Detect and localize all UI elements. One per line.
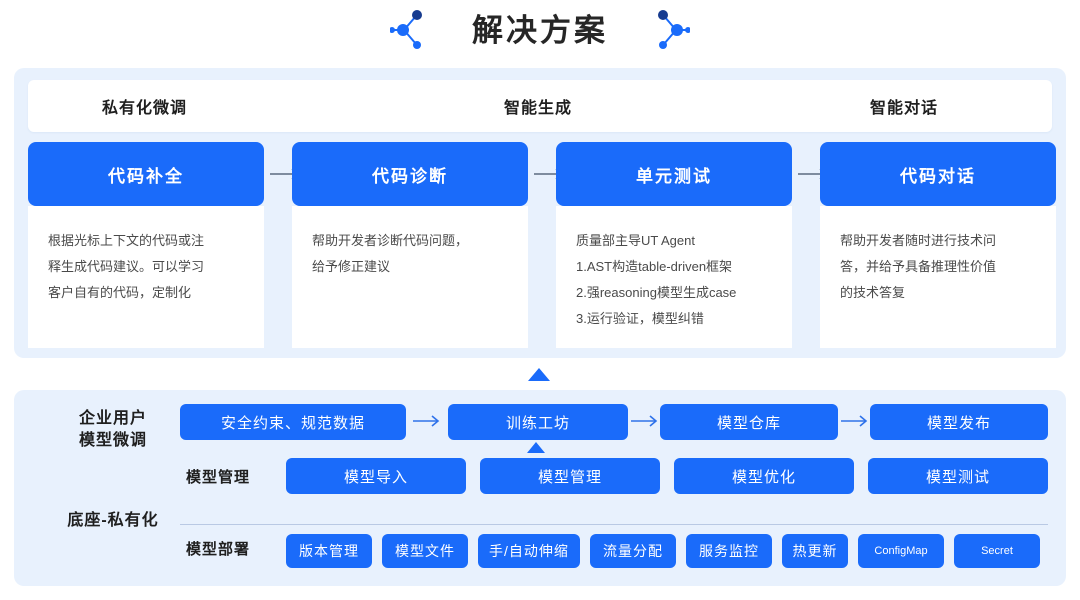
card-text-line: 根据光标上下文的代码或注 [48, 233, 205, 248]
card-text-line: 质量部主导UT Agent [576, 233, 695, 248]
card-text-line: 帮助开发者随时进行技术问 [840, 233, 997, 248]
arrow-right-icon [413, 415, 440, 427]
feature-card-title: 代码补全 [28, 142, 264, 206]
pipeline-item-training-workshop[interactable]: 训练工坊 [448, 404, 628, 440]
page-title: 解决方案 [472, 12, 608, 48]
platform-lower-panel: 企业用户 模型微调 底座-私有化 安全约束、规范数据 训练工坊 模型仓库 模型发… [14, 390, 1066, 586]
network-node-icon [658, 10, 690, 49]
pipeline-item-model-testing[interactable]: 模型测试 [868, 458, 1048, 494]
side-label-line: 模型微调 [78, 432, 147, 449]
side-label-base-private: 底座-私有化 [54, 510, 172, 532]
side-label-enterprise-tuning: 企业用户 模型微调 [58, 408, 168, 452]
section-divider [180, 524, 1048, 525]
column-header-private-tuning: 私有化微调 [102, 100, 188, 117]
pipeline-item-model-optimization[interactable]: 模型优化 [674, 458, 854, 494]
feature-card-title: 代码诊断 [292, 142, 528, 206]
solution-upper-panel: 私有化微调 智能生成 智能对话 代码补全 根据光标上下文的代码或注 释生成代码建… [14, 68, 1066, 358]
pipeline-item-model-management[interactable]: 模型管理 [480, 458, 660, 494]
pipeline-item-version-management[interactable]: 版本管理 [286, 534, 372, 568]
pipeline-item-model-repository[interactable]: 模型仓库 [660, 404, 838, 440]
feature-card-title: 代码对话 [820, 142, 1056, 206]
column-header-intelligent-dialogue: 智能对话 [870, 100, 939, 117]
network-node-icon [390, 10, 422, 49]
page-header: 解决方案 [0, 0, 1080, 60]
feature-card[interactable]: 代码诊断 帮助开发者诊断代码问题， 给予修正建议 [292, 142, 528, 348]
pipeline-item-configmap[interactable]: ConfigMap [858, 534, 944, 568]
side-label-line: 企业用户 [78, 410, 147, 427]
feature-card[interactable]: 代码对话 帮助开发者随时进行技术问 答，并给予具备推理性价值 的技术答复 [820, 142, 1056, 348]
feature-card[interactable]: 单元测试 质量部主导UT Agent 1.AST构造table-driven框架… [556, 142, 792, 348]
pipeline-item-model-files[interactable]: 模型文件 [382, 534, 468, 568]
card-text-line: 给予修正建议 [312, 259, 391, 274]
card-text-line: 的技术答复 [840, 285, 906, 300]
feature-card[interactable]: 代码补全 根据光标上下文的代码或注 释生成代码建议。可以学习 客户自有的代码，定… [28, 142, 264, 348]
arrow-right-icon [841, 415, 868, 427]
feature-card-body: 质量部主导UT Agent 1.AST构造table-driven框架 2.强r… [556, 206, 792, 348]
side-label-line: 底座-私有化 [67, 512, 159, 529]
feature-card-body: 根据光标上下文的代码或注 释生成代码建议。可以学习 客户自有的代码，定制化 [28, 206, 264, 348]
row-label-model-deployment: 模型部署 [186, 541, 251, 558]
card-text-line: 客户自有的代码，定制化 [48, 285, 192, 300]
card-text-line: 2.强reasoning模型生成case [576, 285, 737, 300]
triangle-up-icon [528, 368, 550, 381]
card-text-line: 3.运行验证，模型纠错 [576, 311, 704, 326]
pipeline-item-model-release[interactable]: 模型发布 [870, 404, 1048, 440]
pipeline-item-hot-update[interactable]: 热更新 [782, 534, 848, 568]
pipeline-item-model-import[interactable]: 模型导入 [286, 458, 466, 494]
feature-card-body: 帮助开发者诊断代码问题， 给予修正建议 [292, 206, 528, 348]
feature-card-title: 单元测试 [556, 142, 792, 206]
card-text-line: 答，并给予具备推理性价值 [840, 259, 997, 274]
pipeline-item-auto-scaling[interactable]: 手/自动伸缩 [478, 534, 580, 568]
pipeline-item-secret[interactable]: Secret [954, 534, 1040, 568]
pipeline-item-traffic-allocation[interactable]: 流量分配 [590, 534, 676, 568]
pipeline-item-security-data[interactable]: 安全约束、规范数据 [180, 404, 406, 440]
triangle-up-icon [527, 442, 545, 453]
feature-card-grid: 代码补全 根据光标上下文的代码或注 释生成代码建议。可以学习 客户自有的代码，定… [28, 142, 1056, 348]
arrow-right-icon [631, 415, 658, 427]
column-header-intelligent-generation: 智能生成 [504, 100, 573, 117]
feature-card-body: 帮助开发者随时进行技术问 答，并给予具备推理性价值 的技术答复 [820, 206, 1056, 348]
card-text-line: 释生成代码建议。可以学习 [48, 259, 205, 274]
pipeline-item-service-monitoring[interactable]: 服务监控 [686, 534, 772, 568]
row-label-model-management: 模型管理 [186, 469, 251, 486]
column-header-bar: 私有化微调 智能生成 智能对话 [28, 80, 1052, 132]
card-text-line: 1.AST构造table-driven框架 [576, 259, 733, 274]
card-text-line: 帮助开发者诊断代码问题， [312, 233, 469, 248]
